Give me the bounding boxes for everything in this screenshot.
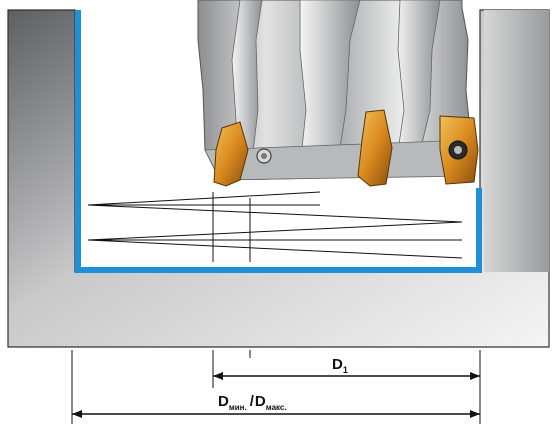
d1-sub: 1 <box>343 365 348 375</box>
dmin-main: D <box>218 393 229 410</box>
dmax-sub: макс. <box>266 403 287 412</box>
workpiece-right-wall <box>484 10 549 272</box>
insert-middle <box>357 109 393 187</box>
insert-screw-icon <box>454 146 462 154</box>
insert-left <box>213 121 249 187</box>
dmin-sub: мин. <box>229 403 247 412</box>
d1-main: D <box>332 356 343 373</box>
workpiece <box>7 9 550 348</box>
dmax-main: D <box>255 393 266 410</box>
dimension-label-d1: D1 <box>332 356 348 375</box>
dimension-extension-lines <box>71 350 481 424</box>
dimension-separator: / <box>250 393 255 410</box>
dimension-d1: D1 <box>213 356 480 380</box>
cutting-insert-icon <box>213 109 479 187</box>
clamp-screw-icon <box>261 153 267 159</box>
dimension-dmin-dmax: Dмин./Dмакс. <box>72 393 480 418</box>
dimension-label-dmin-dmax: Dмин./Dмакс. <box>218 393 287 412</box>
pocket-wall <box>75 10 482 273</box>
